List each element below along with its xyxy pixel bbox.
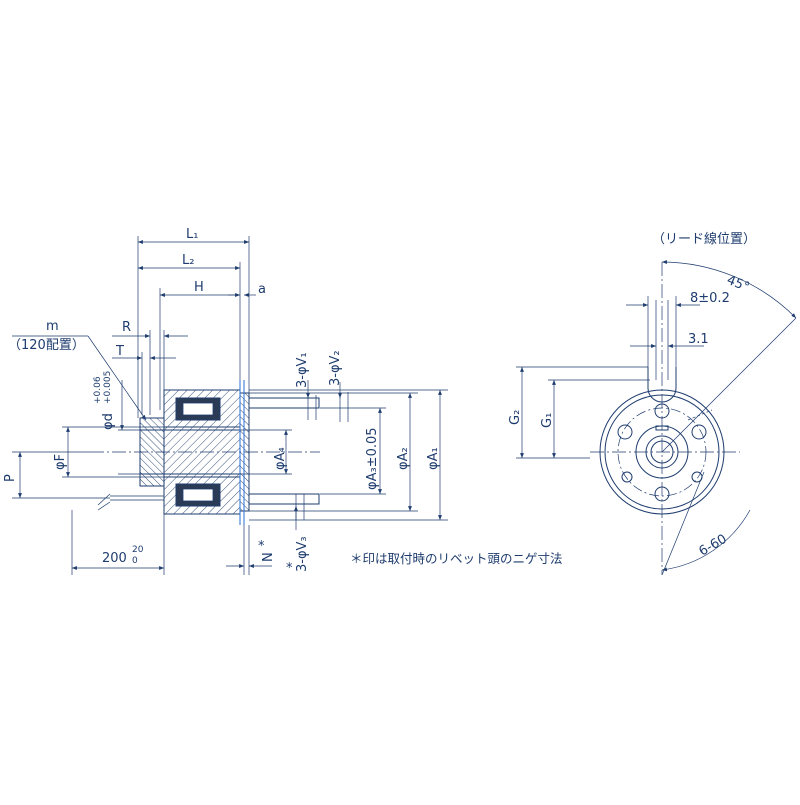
hole-right-top — [691, 424, 707, 440]
label-d: φd — [101, 413, 116, 430]
hub-flange — [139, 417, 165, 487]
label-d-tol-upper: +0.06 — [93, 376, 103, 404]
dim-angle45 — [661, 260, 797, 319]
label-G1: G₁ — [540, 413, 555, 428]
label-V2: 3-φV₂ — [328, 350, 343, 386]
leader-m — [87, 335, 147, 421]
label-A4: φA₄ — [273, 447, 288, 470]
footnote: ＊印は取付時のリベット頭のニゲ寸法 — [350, 551, 563, 566]
label-P: P — [3, 474, 18, 482]
label-V1: 3-φV₁ — [295, 352, 310, 388]
label-A2: φA₂ — [396, 447, 411, 470]
label-V3: 3-φV₃ — [295, 536, 310, 572]
front-view: 45° （リード線位置） 8±0.2 3.1 G₂ G₁ 6-60 — [508, 231, 797, 576]
lead-wire — [110, 495, 164, 501]
pitch-circle — [617, 407, 707, 497]
outer-flange — [599, 389, 725, 515]
hole-left-top — [617, 424, 633, 440]
label-H: H — [194, 280, 204, 295]
dim-holes — [661, 509, 751, 572]
rivet-top — [248, 397, 320, 409]
label-a: a — [258, 282, 266, 297]
label-A3: φA₃±0.05 — [365, 427, 380, 490]
label-lead-tol-lower: 0 — [132, 556, 138, 566]
label-asterisk: * — [286, 561, 293, 576]
coil-top-window — [182, 402, 214, 416]
label-d-tol-lower: +0.005 — [103, 371, 113, 404]
label-L2: L₂ — [182, 253, 194, 268]
label-m: m — [46, 319, 59, 334]
hole-top — [654, 403, 670, 419]
bore-circle — [645, 435, 679, 469]
hole-left-bottom — [621, 471, 633, 483]
label-G2: G₂ — [508, 410, 523, 425]
label-lead-tol-upper: 20 — [132, 545, 144, 555]
label-holes: 6-60 — [697, 532, 730, 560]
label-lead-position: （リード線位置） — [652, 231, 756, 247]
label-w8: 8±0.2 — [690, 291, 730, 306]
label-F: φF — [53, 454, 68, 470]
label-L1: L₁ — [186, 227, 198, 242]
label-N: N — [261, 552, 276, 562]
label-T: T — [115, 344, 124, 359]
keyway — [655, 425, 669, 431]
label-m-note: （120配置） — [8, 338, 85, 353]
section-view: L₁ L₂ H a R T m （120配置） φd +0.06 — [3, 227, 563, 576]
label-N-mark: * — [258, 539, 265, 554]
coil-bottom-window — [182, 488, 214, 502]
hole-bottom — [654, 486, 670, 502]
rivet-bottom — [248, 493, 320, 505]
label-w31: 3.1 — [688, 332, 709, 347]
label-R: R — [122, 320, 131, 335]
label-A1: φA₁ — [426, 447, 441, 470]
lead-tab — [647, 367, 677, 403]
hub-body — [163, 426, 241, 478]
label-lead-length: 200 — [102, 551, 127, 566]
